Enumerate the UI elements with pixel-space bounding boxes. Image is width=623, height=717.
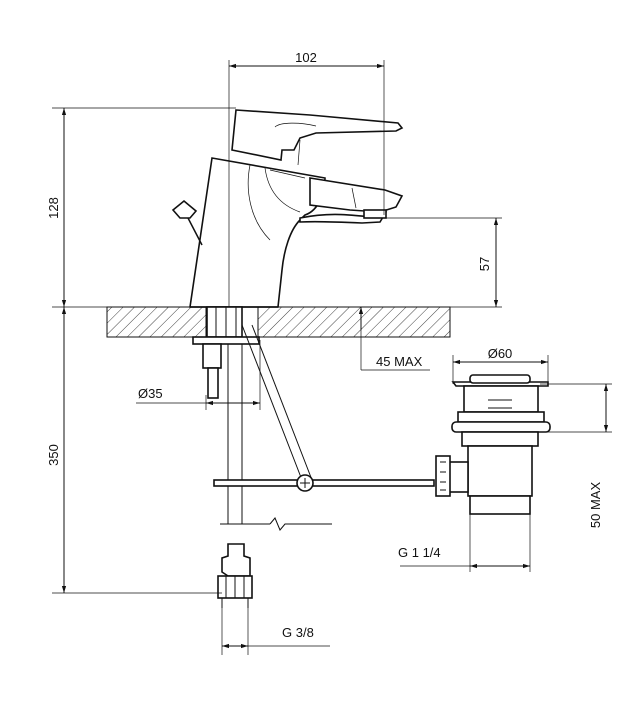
dim-waste-thread: G 1 1/4 — [398, 545, 441, 560]
pop-up-waste — [435, 374, 551, 515]
dim-deck-thickness: 45 MAX — [376, 354, 423, 369]
dim-total-height: 128 — [46, 197, 61, 219]
faucet-body — [171, 109, 404, 308]
dim-spout-height: 57 — [477, 257, 492, 271]
dim-waste-height: 50 MAX — [588, 482, 603, 529]
dim-waste-diameter: Ø60 — [488, 346, 513, 361]
dim-below-deck: 350 — [46, 444, 61, 466]
dim-shank-diameter: Ø35 — [138, 386, 163, 401]
inlet-connector — [217, 543, 253, 608]
dim-spout-reach: 102 — [295, 50, 317, 65]
dimension-lines — [52, 60, 612, 655]
countertop — [106, 306, 451, 338]
shank-assembly — [192, 306, 435, 531]
dim-inlet-thread: G 3/8 — [282, 625, 314, 640]
